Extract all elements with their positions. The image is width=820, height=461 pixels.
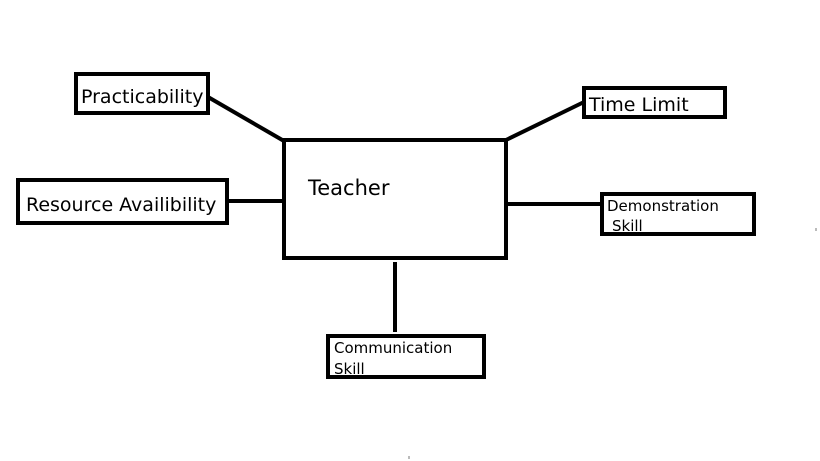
connector-practicability <box>206 95 286 143</box>
node-resource-availability: Resource Availibility <box>16 178 229 225</box>
node-communication-skill-line1: Communication <box>334 339 453 357</box>
node-demonstration-skill-line1: Demonstration <box>607 197 719 215</box>
node-practicability-label: Practicability <box>81 86 204 108</box>
node-teacher-label: Teacher <box>308 176 390 200</box>
node-demonstration-skill: Demonstration Skill <box>600 192 756 236</box>
node-teacher: Teacher <box>282 138 508 260</box>
node-time-limit: Time Limit <box>582 86 727 119</box>
connector-time-limit <box>505 100 585 142</box>
node-communication-skill: Communication Skill <box>326 334 486 379</box>
node-demonstration-skill-line2: Skill <box>612 217 643 235</box>
node-communication-skill-line2: Skill <box>334 360 365 378</box>
edge-mark <box>815 228 817 231</box>
node-practicability: Practicability <box>74 72 210 115</box>
node-time-limit-label: Time Limit <box>589 94 689 116</box>
node-resource-availability-label: Resource Availibility <box>26 194 217 216</box>
edge-mark <box>408 456 410 459</box>
